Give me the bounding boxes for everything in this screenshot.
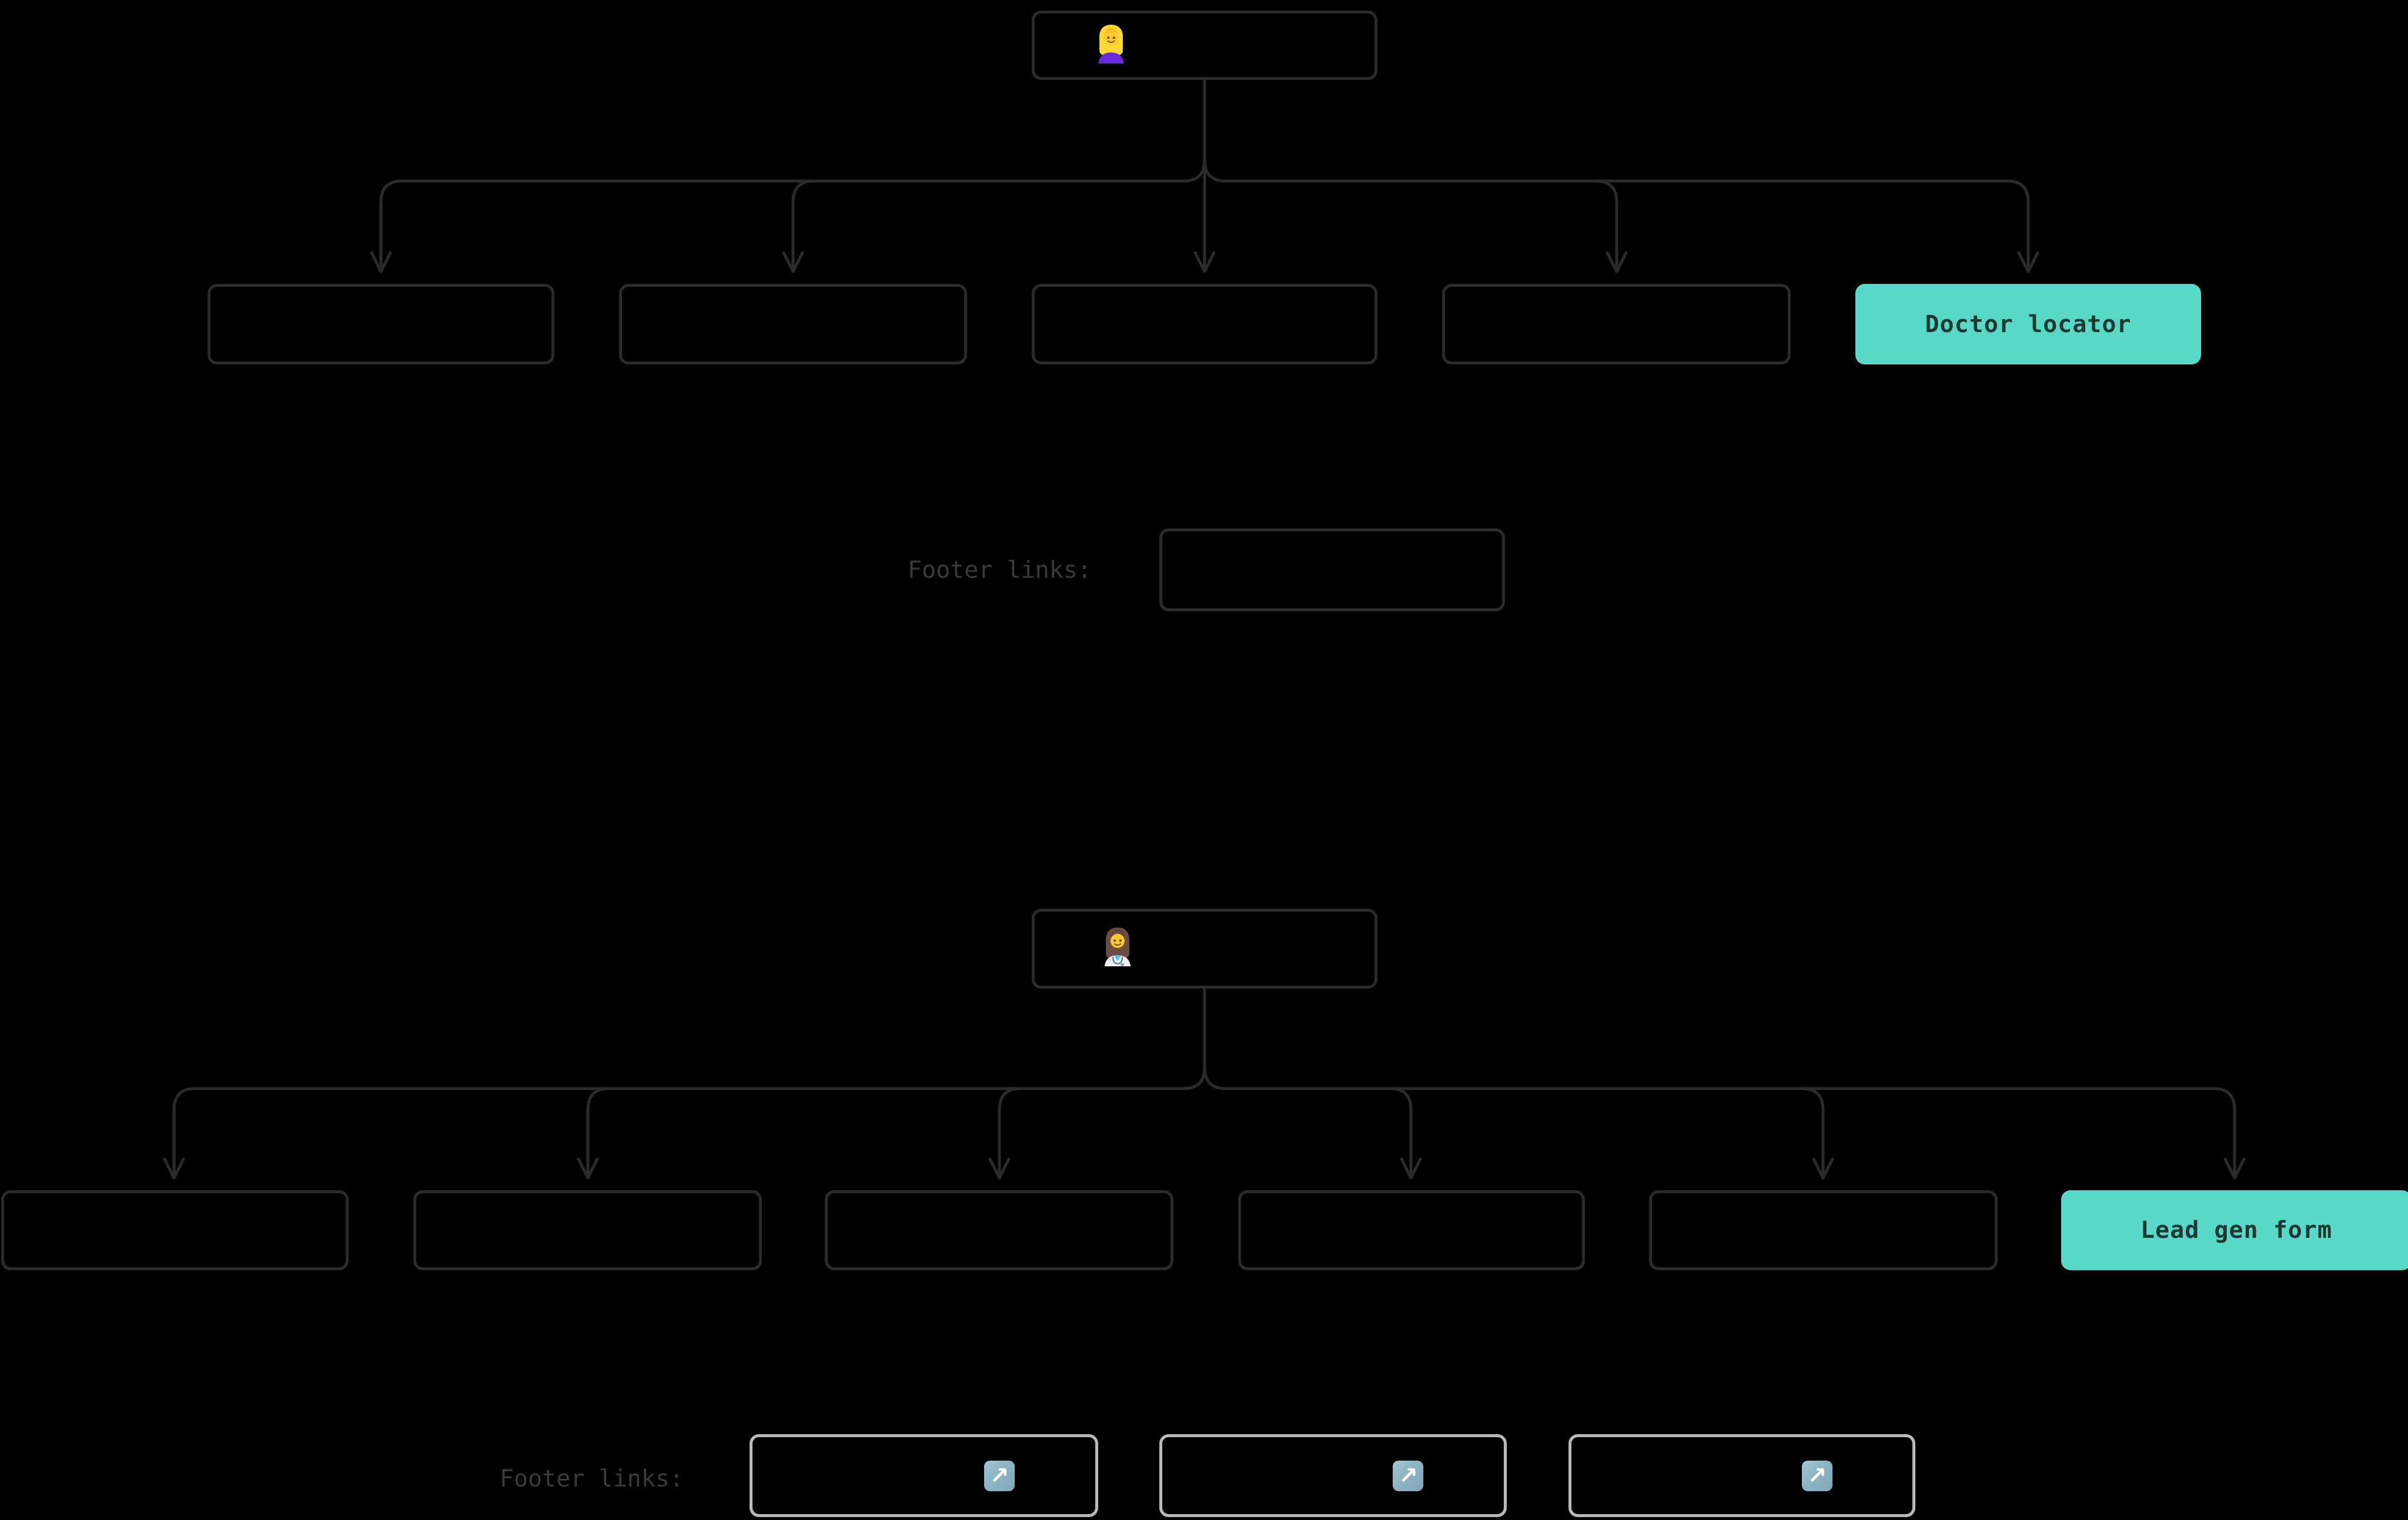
lead-gen-form-node[interactable]: Lead gen form (2061, 1190, 2408, 1270)
bottom-child-node-1[interactable] (1, 1190, 349, 1270)
top-footer-link-node[interactable] (1159, 528, 1505, 611)
bottom-footer-link-node-2[interactable]: ↗ (1159, 1434, 1507, 1517)
bottom-child-node-4[interactable] (1238, 1190, 1585, 1270)
arrow-up-right-emoji: ↗ (984, 1460, 1015, 1491)
top-child-node-2[interactable] (619, 284, 967, 364)
top-tree-root-node[interactable] (1032, 11, 1377, 80)
bottom-footer-link-node-1[interactable]: ↗ (750, 1434, 1098, 1517)
arrow-up-right-emoji: ↗ (1393, 1460, 1424, 1491)
top-child-node-3[interactable] (1032, 284, 1377, 364)
bottom-child-node-2[interactable] (413, 1190, 762, 1270)
top-footer-links-label: Footer links: (907, 557, 1092, 584)
bottom-footer-links-label: Footer links: (499, 1465, 684, 1492)
bottom-footer-link-node-3[interactable]: ↗ (1568, 1434, 1915, 1517)
doctor-locator-node[interactable]: Doctor locator (1855, 284, 2201, 364)
arrow-up-right-emoji: ↗ (1801, 1460, 1832, 1491)
bottom-child-node-5[interactable] (1649, 1190, 1998, 1270)
top-child-node-4[interactable] (1442, 284, 1791, 364)
bottom-child-node-3[interactable] (825, 1190, 1173, 1270)
top-child-node-1[interactable] (208, 284, 554, 364)
bottom-tree-root-node[interactable] (1032, 909, 1377, 989)
lead-gen-form-label: Lead gen form (2140, 1217, 2333, 1244)
doctor-locator-label: Doctor locator (1925, 310, 2132, 338)
